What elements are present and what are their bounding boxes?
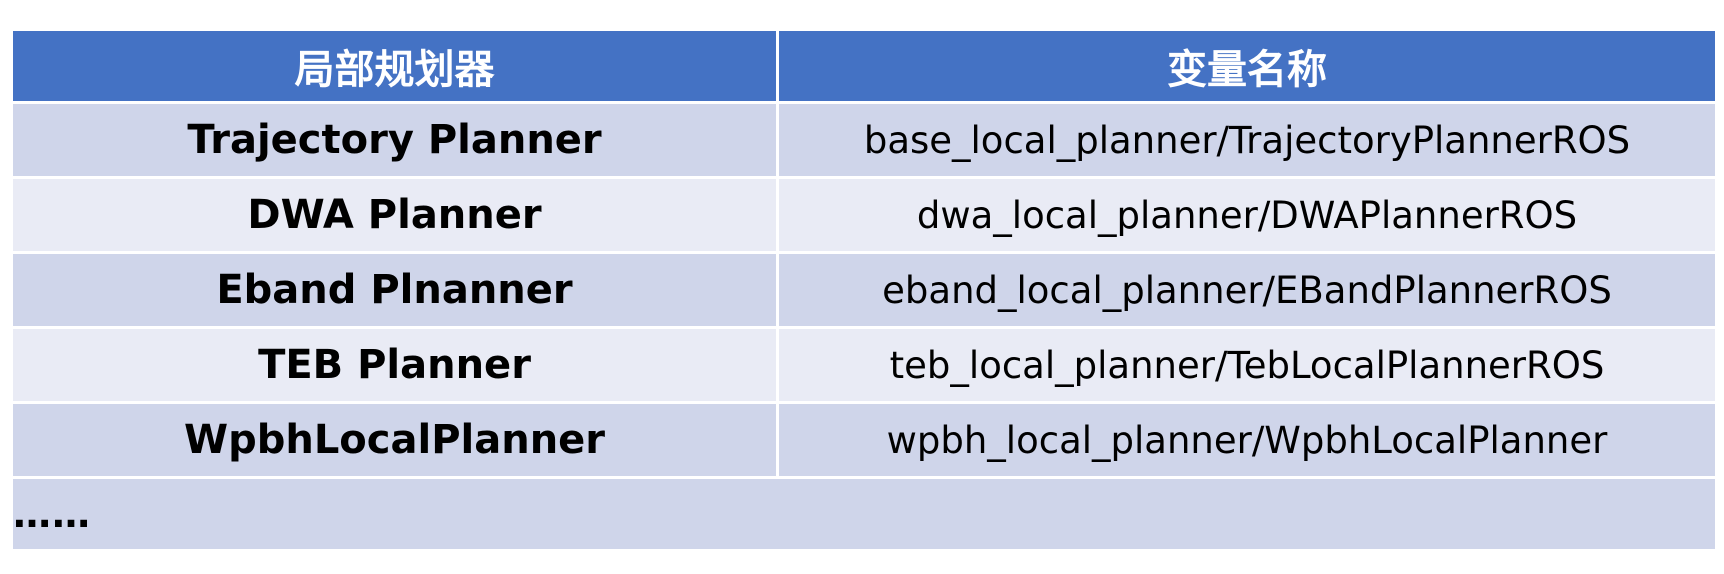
ellipsis-text: …… <box>10 476 1718 552</box>
table-row: WpbhLocalPlanner wpbh_local_planner/Wpbh… <box>10 401 1718 479</box>
variable-name-cell: base_local_planner/TrajectoryPlannerROS <box>776 101 1718 179</box>
table-row: Eband Plnanner eband_local_planner/EBand… <box>10 251 1718 329</box>
planner-name-cell: Trajectory Planner <box>10 101 779 179</box>
planner-name-cell: TEB Planner <box>10 326 779 404</box>
table-header-row: 局部规划器 变量名称 <box>10 28 1718 104</box>
header-variable: 变量名称 <box>776 28 1718 104</box>
table-footer-row: …… <box>10 476 1718 552</box>
table-row: TEB Planner teb_local_planner/TebLocalPl… <box>10 326 1718 404</box>
planner-name-cell: Eband Plnanner <box>10 251 779 329</box>
variable-name-cell: eband_local_planner/EBandPlannerROS <box>776 251 1718 329</box>
planner-name-cell: WpbhLocalPlanner <box>10 401 779 479</box>
variable-name-cell: wpbh_local_planner/WpbhLocalPlanner <box>776 401 1718 479</box>
table-row: Trajectory Planner base_local_planner/Tr… <box>10 101 1718 179</box>
header-planner: 局部规划器 <box>10 28 779 104</box>
planner-table: 局部规划器 变量名称 Trajectory Planner base_local… <box>10 28 1718 552</box>
planner-name-cell: DWA Planner <box>10 176 779 254</box>
table-row: DWA Planner dwa_local_planner/DWAPlanner… <box>10 176 1718 254</box>
variable-name-cell: dwa_local_planner/DWAPlannerROS <box>776 176 1718 254</box>
variable-name-cell: teb_local_planner/TebLocalPlannerROS <box>776 326 1718 404</box>
